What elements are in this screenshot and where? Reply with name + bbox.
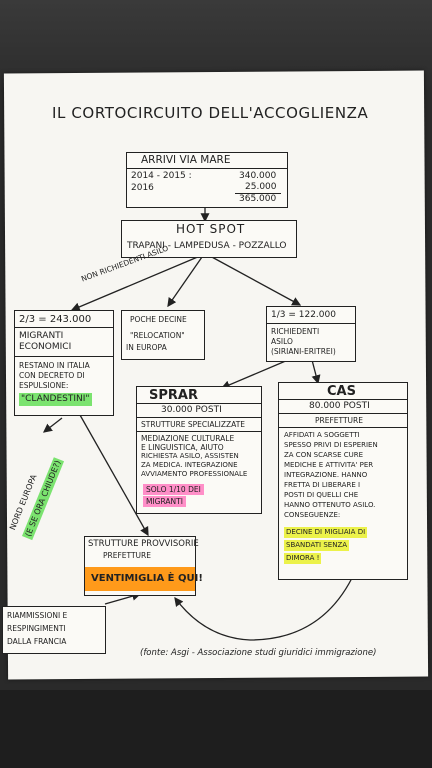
cas-title: CAS (327, 384, 356, 399)
sprar-line: RICHIESTA ASILO, ASSISTEN (141, 452, 239, 460)
arrivi-row2-value: 25.000 (245, 182, 277, 192)
cas-divider1 (279, 399, 407, 400)
arrivi-row1-value: 340.000 (239, 171, 277, 181)
arrivi-underline (127, 168, 287, 169)
richiedenti-line1: RICHIEDENTI (271, 327, 320, 336)
poche-box: POCHE DECINE "RELOCATION" IN EUROPA (121, 310, 205, 360)
sprar-line: AVVIAMENTO PROFESSIONALE (141, 470, 248, 478)
sprar-line: E LINGUISTICA, AIUTO (141, 443, 224, 452)
cas-line: SPESSO PRIVI DI ESPERIEN (284, 441, 378, 449)
cas-box: CAS 80.000 POSTI PREFETTURE AFFIDATI A S… (278, 382, 408, 580)
migranti-underline (15, 327, 113, 328)
migranti-divider (15, 356, 113, 357)
riammissioni-line1: RIAMMISSIONI E (7, 611, 68, 620)
sprar-line: MEDIAZIONE CULTURALE (141, 434, 235, 443)
sprar-note1: SOLO 1/10 DEI (143, 484, 204, 495)
sprar-title: SPRAR (149, 388, 198, 403)
cas-subtitle: PREFETTURE (315, 416, 363, 425)
migranti-text1: RESTANO IN ITALIA (19, 361, 90, 370)
sprar-divider2 (137, 417, 261, 418)
sprar-box: SPRAR 30.000 POSTI STRUTTURE SPECIALIZZA… (136, 386, 262, 514)
cas-line: AFFIDATI A SOGGETTI (284, 431, 360, 439)
sprar-divider3 (137, 431, 261, 432)
arrivi-row2-label: 2016 (131, 183, 154, 193)
arrow-cas-strutture (174, 577, 353, 641)
cas-line: POSTI DI QUELLI CHE (284, 491, 359, 499)
migranti-line2: ECONOMICI (19, 342, 72, 352)
page-title: IL CORTOCIRCUITO DELL'ACCOGLIENZA (52, 104, 369, 122)
cas-line: MEDICHE E ATTIVITA' PER (284, 461, 374, 469)
cas-divider3 (279, 427, 407, 428)
riammissioni-line3: DALLA FRANCIA (7, 637, 67, 646)
arrow-hotspot-richiedenti (209, 255, 302, 306)
background-bottom (0, 690, 432, 768)
cas-line: FRETTA DI LIBERARE I (284, 481, 361, 489)
arrivi-total: 365.000 (239, 194, 277, 204)
poche-line2: "RELOCATION" (130, 331, 185, 340)
arrow-richiedenti-cas (311, 359, 321, 385)
migranti-text3: ESPULSIONE: (19, 381, 69, 390)
cas-line: ZA CON SCARSE CURE (284, 451, 364, 459)
poche-line1: POCHE DECINE (130, 315, 187, 324)
source-note: (fonte: Asgi - Associazione studi giurid… (140, 648, 377, 658)
arrow-migranti-nord (42, 417, 63, 433)
richiedenti-fraction: 1/3 = 122.000 (271, 310, 336, 320)
strutture-line2: PREFETTURE (103, 551, 151, 560)
cas-line: CONSEGUENZE: (284, 511, 341, 519)
poche-line3: IN EUROPA (126, 343, 167, 352)
arrow-richiedenti-sprar (220, 359, 289, 390)
sprar-subtitle: STRUTTURE SPECIALIZZATE (141, 420, 246, 429)
cas-note1: DECINE DI MIGLIAIA DI (284, 527, 368, 538)
cas-divider2 (279, 413, 407, 414)
richiedenti-line2: ASILO (271, 337, 293, 346)
cas-posti: 80.000 POSTI (309, 401, 370, 411)
sprar-note2: MIGRANTI (143, 496, 186, 507)
richiedenti-box: 1/3 = 122.000 RICHIEDENTI ASILO (SIRIANI… (266, 306, 356, 362)
strutture-line1: STRUTTURE PROVVISORIE (88, 539, 199, 549)
arrivi-heading: ARRIVI VIA MARE (141, 154, 231, 166)
migranti-line1: MIGRANTI (19, 331, 64, 341)
cas-line: HANNO OTTENUTO ASILO. (284, 501, 376, 509)
arrow-migranti-strutture (79, 414, 149, 537)
richiedenti-underline (267, 323, 355, 324)
cas-line: INTEGRAZIONE. HANNO (284, 471, 368, 479)
sprar-divider1 (137, 403, 261, 404)
hotspot-box: HOT SPOT TRAPANI - LAMPEDUSA - POZZALLO (121, 220, 297, 258)
riammissioni-box: RIAMMISSIONI E RESPINGIMENTI DALLA FRANC… (2, 606, 106, 654)
hotspot-title: HOT SPOT (176, 222, 246, 236)
richiedenti-line3: (SIRIANI-ERITREI) (271, 347, 336, 356)
sprar-posti: 30.000 POSTI (161, 405, 222, 415)
migranti-box: 2/3 = 243.000 MIGRANTI ECONOMICI RESTANO… (14, 310, 114, 416)
arrivi-box: ARRIVI VIA MARE 2014 - 2015 : 340.000 20… (126, 152, 288, 208)
migranti-fraction: 2/3 = 243.000 (19, 314, 92, 325)
riammissioni-line2: RESPINGIMENTI (7, 624, 66, 633)
hotspot-places: TRAPANI - LAMPEDUSA - POZZALLO (127, 241, 287, 251)
migranti-text2: CON DECRETO DI (19, 371, 85, 380)
arrivi-sum-line (235, 193, 281, 194)
arrivi-row1-label: 2014 - 2015 : (131, 171, 192, 181)
strutture-box: STRUTTURE PROVVISORIE PREFETTURE VENTIMI… (84, 536, 203, 596)
arrow-hotspot-migranti (70, 255, 201, 312)
strutture-highlight: VENTIMIGLIA È QUI! (85, 567, 203, 591)
cas-note3: DIMORA ! (284, 553, 322, 564)
migranti-clandestini: "CLANDESTINI" (19, 393, 92, 406)
sprar-line: ZA MEDICA. INTEGRAZIONE (141, 461, 238, 469)
cas-note2: SBANDATI SENZA (284, 540, 350, 551)
arrow-hotspot-poche (167, 256, 203, 308)
